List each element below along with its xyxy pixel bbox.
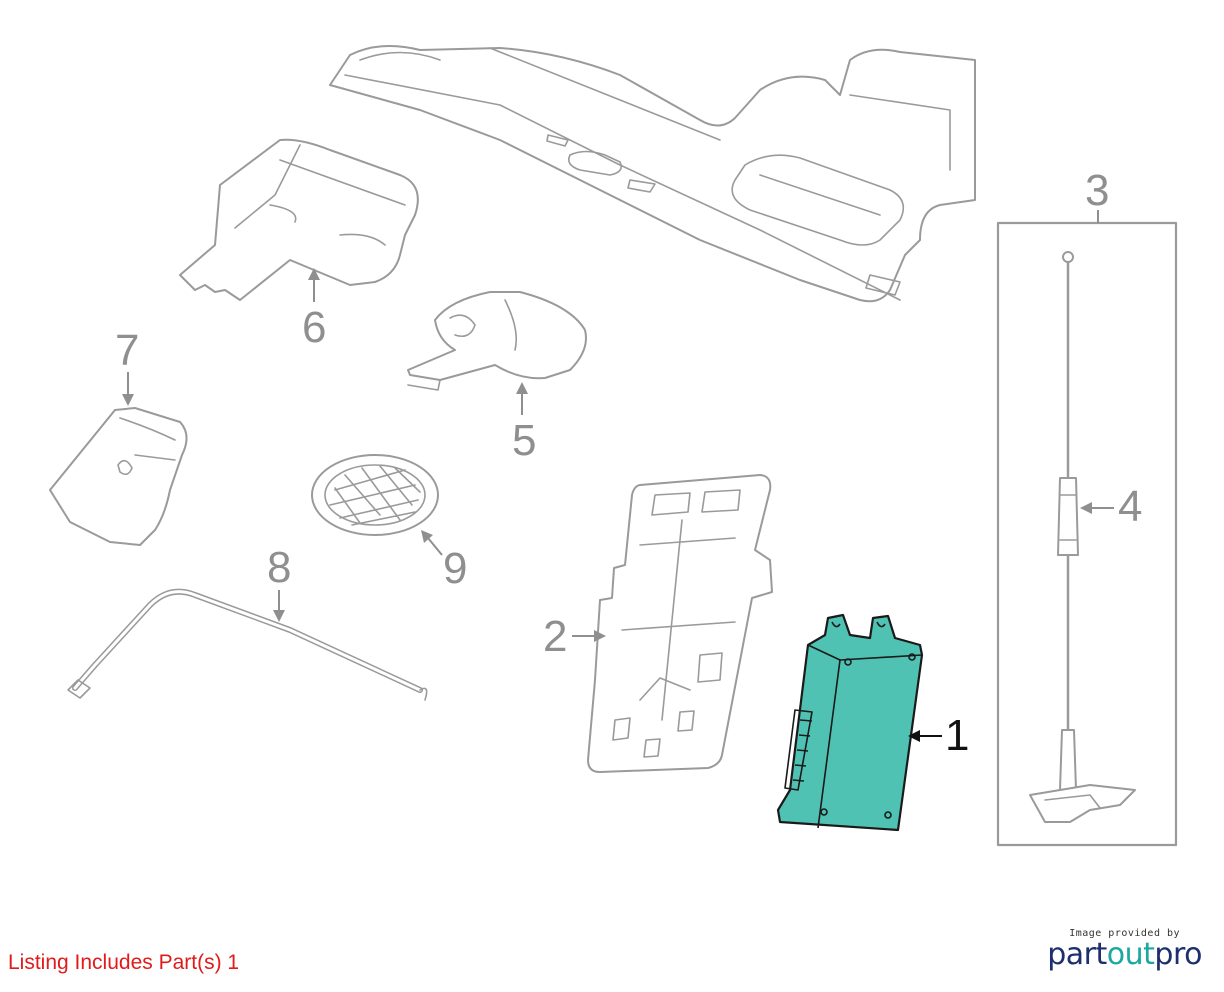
part-3-antenna-box <box>996 221 1178 847</box>
part-1-module <box>776 613 924 832</box>
callout-2: 2 <box>543 612 606 661</box>
part-6-bracket <box>179 138 419 301</box>
svg-text:1: 1 <box>945 711 969 760</box>
logo-part: part <box>1047 937 1107 972</box>
callout-1: 1 <box>908 711 969 760</box>
svg-text:3: 3 <box>1085 166 1109 215</box>
logo-out: out <box>1106 937 1155 972</box>
part-2-mounting-plate <box>587 474 773 773</box>
image-credit: Image provided by partoutpro <box>1047 928 1202 973</box>
callout-5: 5 <box>512 382 536 465</box>
credit-caption: Image provided by <box>1069 928 1181 939</box>
callout-9: 9 <box>421 530 467 593</box>
svg-text:7: 7 <box>115 326 139 375</box>
callout-7: 7 <box>115 326 139 406</box>
vehicle-floor-console <box>329 45 976 303</box>
part-8-cable <box>67 588 428 701</box>
callout-6: 6 <box>302 268 326 352</box>
partoutpro-logo: partoutpro <box>1047 937 1202 973</box>
callout-8: 8 <box>267 543 291 622</box>
part-7-trim <box>49 407 188 546</box>
part-9-grommet <box>311 454 439 536</box>
svg-text:6: 6 <box>302 303 326 352</box>
callout-3: 3 <box>1085 166 1109 223</box>
part-5-sensor <box>407 291 587 391</box>
svg-text:5: 5 <box>512 416 536 465</box>
svg-text:4: 4 <box>1118 482 1142 531</box>
svg-text:2: 2 <box>543 612 567 661</box>
svg-text:9: 9 <box>443 544 467 593</box>
svg-text:8: 8 <box>267 543 291 592</box>
listing-includes-note: Listing Includes Part(s) 1 <box>8 951 240 974</box>
callout-4: 4 <box>1080 482 1142 531</box>
logo-pro: pro <box>1154 937 1202 972</box>
